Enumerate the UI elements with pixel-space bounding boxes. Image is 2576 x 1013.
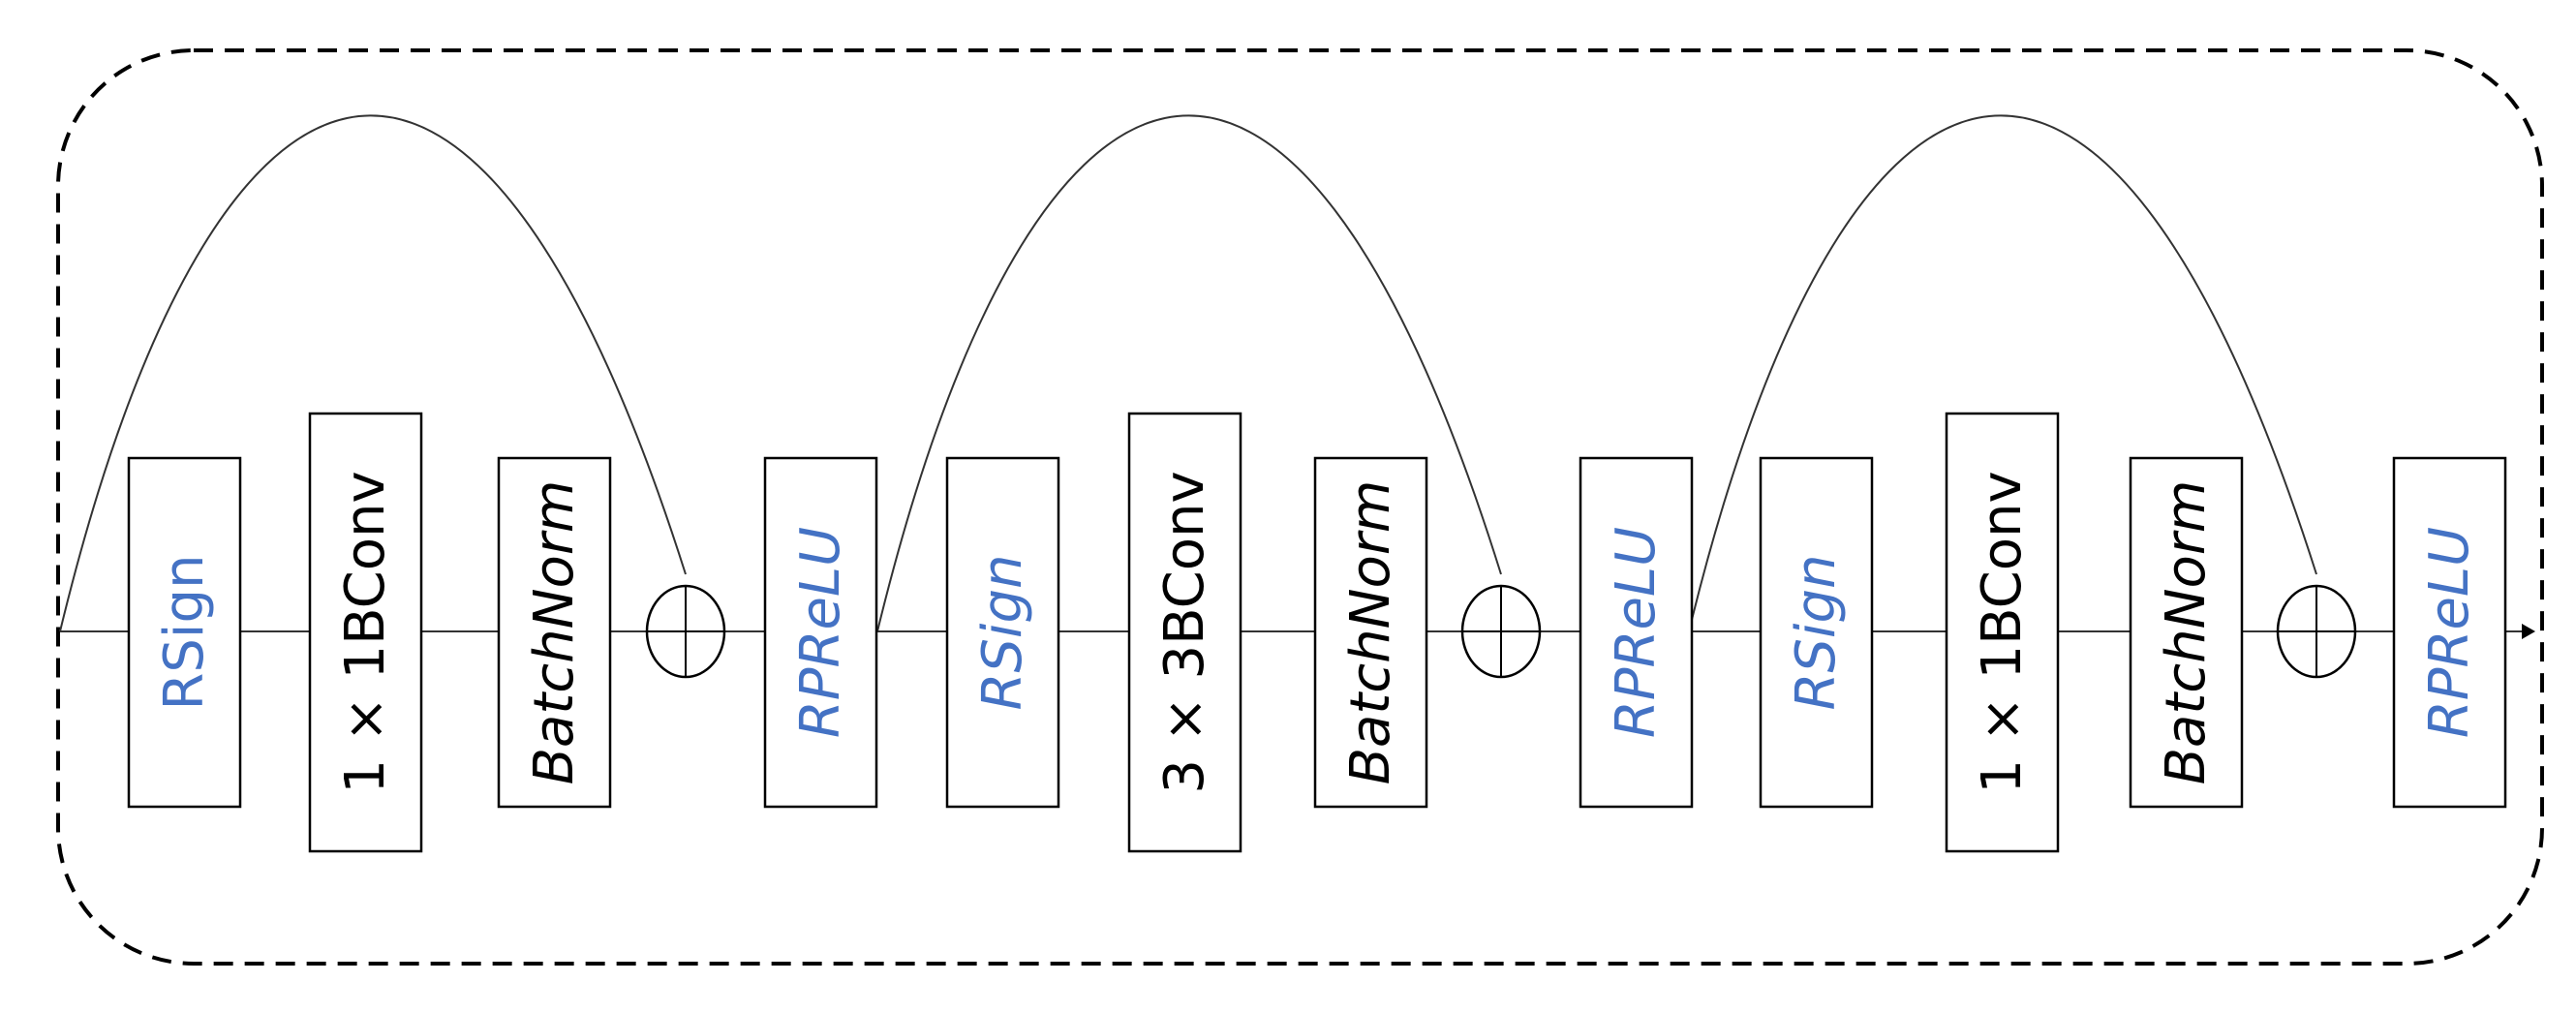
layer-label: BatchNorm (523, 480, 586, 785)
layer-block-2: 1 × 1BConv (308, 412, 423, 853)
skip-connections (59, 114, 2317, 632)
layer-label: RSign (971, 554, 1034, 710)
layer-box (1945, 412, 2060, 853)
adder-2 (1460, 584, 1542, 679)
layer-box (945, 456, 1060, 809)
adder-3 (2276, 584, 2357, 679)
layer-label: RPReLU (789, 527, 852, 738)
layer-block-10: 1 × 1BConv (1945, 412, 2060, 853)
skip-connection-1 (59, 114, 687, 632)
layer-label: RPReLU (2418, 527, 2481, 738)
layer-block-11: BatchNorm (2129, 456, 2244, 809)
module-border (56, 48, 2544, 966)
layer-box (497, 456, 612, 809)
layer-block-6: 3 × 3BConv (1127, 412, 1242, 853)
layer-block-9: RSign (1759, 456, 1874, 809)
layer-label: 3 × 3BConv (1153, 471, 1216, 793)
layer-block-3: BatchNorm (497, 456, 612, 809)
layer-block-8: RPReLU (1579, 456, 1694, 809)
layer-label: 1 × 1BConv (1971, 471, 2034, 793)
layer-blocks: RSign 1 × 1BConv BatchNorm RPReLU RSign 3 × 3… (127, 412, 2507, 853)
layer-label: RSign (1785, 554, 1848, 710)
layer-box (763, 456, 878, 809)
layer-label: RSign (153, 554, 216, 710)
layer-box (1127, 412, 1242, 853)
layer-label: BatchNorm (2155, 480, 2218, 785)
adder-1 (645, 584, 726, 679)
layer-block-12: RPReLU (2392, 456, 2507, 809)
layer-box (1759, 456, 1874, 809)
adders (645, 584, 2357, 679)
skip-connection-2 (876, 114, 1502, 632)
output-arrow-icon (2522, 624, 2535, 639)
layer-box (2129, 456, 2244, 809)
layer-box (308, 412, 423, 853)
layer-box (2392, 456, 2507, 809)
layer-box (1579, 456, 1694, 809)
layer-label: BatchNorm (1339, 480, 1402, 785)
layer-block-7: BatchNorm (1313, 456, 1428, 809)
layer-label: 1 × 1BConv (334, 471, 397, 793)
layer-box (1313, 456, 1428, 809)
layer-label: RPReLU (1605, 527, 1668, 738)
layer-block-5: RSign (945, 456, 1060, 809)
layer-box (127, 456, 242, 809)
skip-connection-3 (1688, 114, 2317, 632)
layer-block-1: RSign (127, 456, 242, 809)
layer-block-4: RPReLU (763, 456, 878, 809)
